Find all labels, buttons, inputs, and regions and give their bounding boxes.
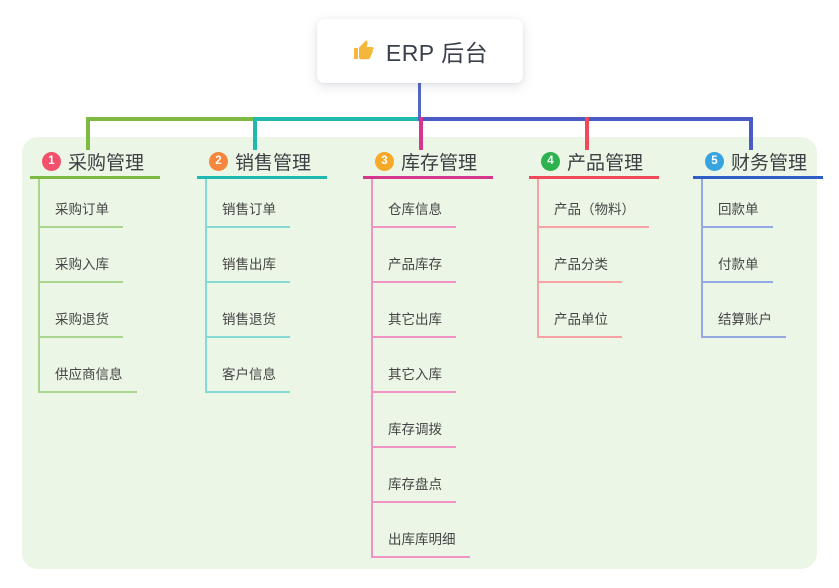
child-node[interactable]: 采购退货 (38, 310, 123, 338)
child-node[interactable]: 出库库明细 (371, 530, 470, 558)
branch-spine-line-4 (537, 179, 539, 337)
child-node[interactable]: 产品分类 (537, 255, 622, 283)
branch-drop-line-5 (749, 117, 753, 150)
branch-node-3[interactable]: 3 库存管理 (363, 146, 493, 179)
root-node[interactable]: ERP 后台 (317, 19, 523, 83)
child-node[interactable]: 库存调拨 (371, 420, 456, 448)
branch-node-2[interactable]: 2 销售管理 (197, 146, 327, 179)
child-node[interactable]: 采购入库 (38, 255, 123, 283)
child-node[interactable]: 销售退货 (205, 310, 290, 338)
child-node[interactable]: 供应商信息 (38, 365, 137, 393)
branch-node-1[interactable]: 1 采购管理 (30, 146, 160, 179)
child-node[interactable]: 结算账户 (701, 310, 786, 338)
root-label: ERP 后台 (385, 40, 489, 66)
branch-label: 采购管理 (68, 152, 145, 174)
branch-number-badge: 3 (375, 151, 394, 171)
branch-spine-line-2 (205, 179, 207, 392)
child-node[interactable]: 客户信息 (205, 365, 290, 393)
branch-drop-line-4 (585, 117, 589, 150)
branch-label: 产品管理 (567, 152, 644, 174)
child-node[interactable]: 销售订单 (205, 200, 290, 228)
branch-number-badge: 1 (42, 151, 61, 171)
branch-label: 库存管理 (401, 152, 478, 174)
branch-label: 销售管理 (235, 152, 312, 174)
branch-number-badge: 5 (705, 151, 724, 171)
branch-spine-line-1 (38, 179, 40, 392)
child-node[interactable]: 采购订单 (38, 200, 123, 228)
branch-drop-line-3 (419, 117, 423, 150)
child-node[interactable]: 其它出库 (371, 310, 456, 338)
bus-line-middle (253, 117, 418, 121)
branch-number-badge: 4 (541, 151, 560, 171)
child-node[interactable]: 产品（物料） (537, 200, 649, 228)
branch-drop-line-1 (86, 117, 90, 150)
child-node[interactable]: 产品库存 (371, 255, 456, 283)
branch-spine-line-5 (701, 179, 703, 337)
branch-node-5[interactable]: 5 财务管理 (693, 146, 823, 179)
bus-line-left (86, 117, 253, 121)
child-node[interactable]: 库存盘点 (371, 475, 456, 503)
child-node[interactable]: 仓库信息 (371, 200, 456, 228)
child-node[interactable]: 其它入库 (371, 365, 456, 393)
branch-drop-line-2 (253, 117, 257, 150)
child-node[interactable]: 回款单 (701, 200, 773, 228)
child-node[interactable]: 付款单 (701, 255, 773, 283)
mindmap-panel (22, 137, 817, 569)
root-stem-line (417, 82, 421, 121)
child-node[interactable]: 产品单位 (537, 310, 622, 338)
branch-label: 财务管理 (731, 152, 808, 174)
thumbs-up-icon (352, 39, 376, 63)
branch-node-4[interactable]: 4 产品管理 (529, 146, 659, 179)
branch-number-badge: 2 (209, 151, 228, 171)
child-node[interactable]: 销售出库 (205, 255, 290, 283)
branch-spine-line-3 (371, 179, 373, 557)
